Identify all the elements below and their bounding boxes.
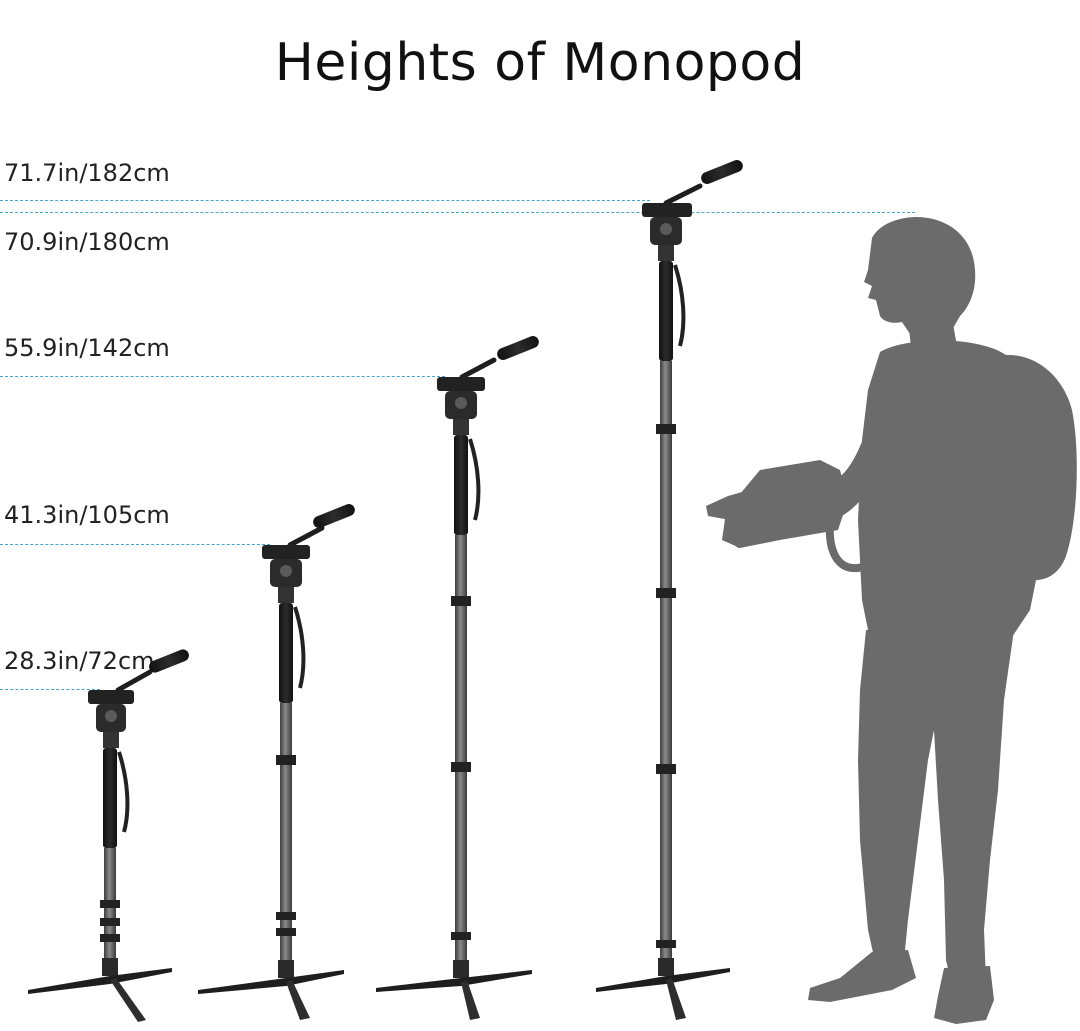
height-label-72cm: 28.3in/72cm xyxy=(4,647,155,675)
guide-line-72cm xyxy=(0,689,100,690)
page-title: Heights of Monopod xyxy=(274,32,806,93)
height-label-180cm: 70.9in/180cm xyxy=(4,228,170,256)
guide-line-180cm xyxy=(0,212,915,213)
guide-line-182cm xyxy=(0,200,650,201)
height-label-182cm: 71.7in/182cm xyxy=(4,159,170,187)
guide-line-142cm xyxy=(0,376,445,377)
guide-line-105cm xyxy=(0,544,270,545)
monopod-105cm xyxy=(198,504,355,1020)
monopod-142cm xyxy=(376,336,539,1020)
height-label-105cm: 41.3in/105cm xyxy=(4,501,170,529)
monopod-72cm xyxy=(28,649,189,1022)
person-silhouette xyxy=(706,216,1077,1024)
monopod-180cm xyxy=(596,160,743,1020)
height-label-142cm: 55.9in/142cm xyxy=(4,334,170,362)
